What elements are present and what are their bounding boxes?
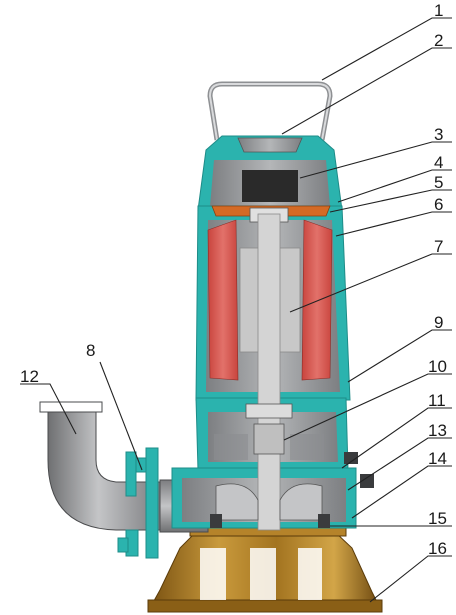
mechanical-seal	[245, 403, 293, 455]
impeller	[215, 483, 323, 521]
callout-4: 4	[434, 153, 443, 172]
callout-15: 15	[428, 509, 447, 528]
callout-labels: 1 2 3 4 5 6 7 8 9 10 11 12 13 14 15 16	[20, 1, 447, 558]
callout-5: 5	[434, 173, 443, 192]
callout-1: 1	[434, 1, 443, 20]
stator	[207, 219, 333, 381]
callout-10: 10	[428, 357, 447, 376]
bolts	[210, 452, 374, 528]
terminal-block	[242, 170, 298, 202]
callout-14: 14	[428, 449, 447, 468]
base-stand	[147, 525, 383, 613]
callout-16: 16	[428, 539, 447, 558]
oil-chamber	[214, 434, 324, 460]
callout-11: 11	[428, 391, 446, 410]
lifting-handle	[207, 81, 333, 141]
shaft	[257, 213, 281, 531]
callout-6: 6	[434, 195, 443, 214]
callout-7: 7	[434, 237, 443, 256]
callout-8: 8	[86, 341, 95, 360]
leader-lines	[20, 17, 452, 603]
outlet-flange	[117, 447, 159, 559]
callout-3: 3	[434, 125, 443, 144]
callout-13: 13	[428, 421, 447, 440]
callout-9: 9	[434, 313, 443, 332]
callout-12: 12	[20, 367, 39, 386]
callout-2: 2	[434, 31, 443, 50]
